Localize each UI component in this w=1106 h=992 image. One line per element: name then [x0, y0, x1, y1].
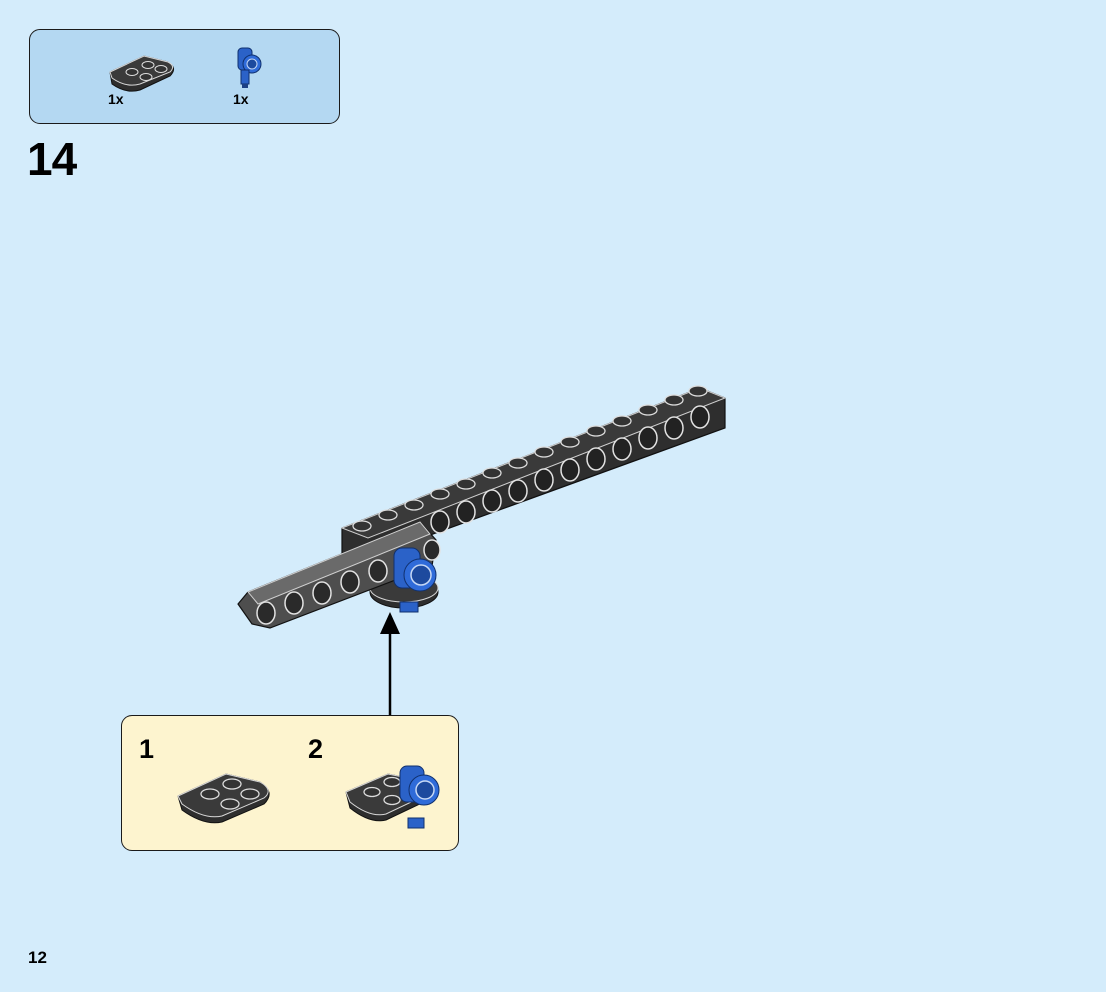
gray-liftarm-beam	[237, 521, 441, 629]
parts-list-box: 1x 1x	[29, 29, 340, 124]
dark-gray-round-plate-icon	[109, 55, 174, 92]
page-number: 12	[28, 948, 47, 967]
step-number: 14	[27, 133, 77, 185]
blue-pin-connector-icon	[237, 47, 262, 88]
part-quantity-connector: 1x	[233, 91, 249, 107]
blue-connector-on-assembly	[393, 547, 437, 592]
substep-number-1: 1	[139, 734, 155, 764]
round-plate-icon	[177, 773, 270, 824]
attach-arrow	[380, 612, 402, 717]
subassembly-box: 1 2	[121, 715, 459, 851]
plate-with-blue-connector-icon	[345, 765, 440, 829]
part-quantity-plate: 1x	[108, 91, 124, 107]
long-black-beam	[340, 385, 727, 563]
substep-number-2: 2	[308, 734, 324, 764]
